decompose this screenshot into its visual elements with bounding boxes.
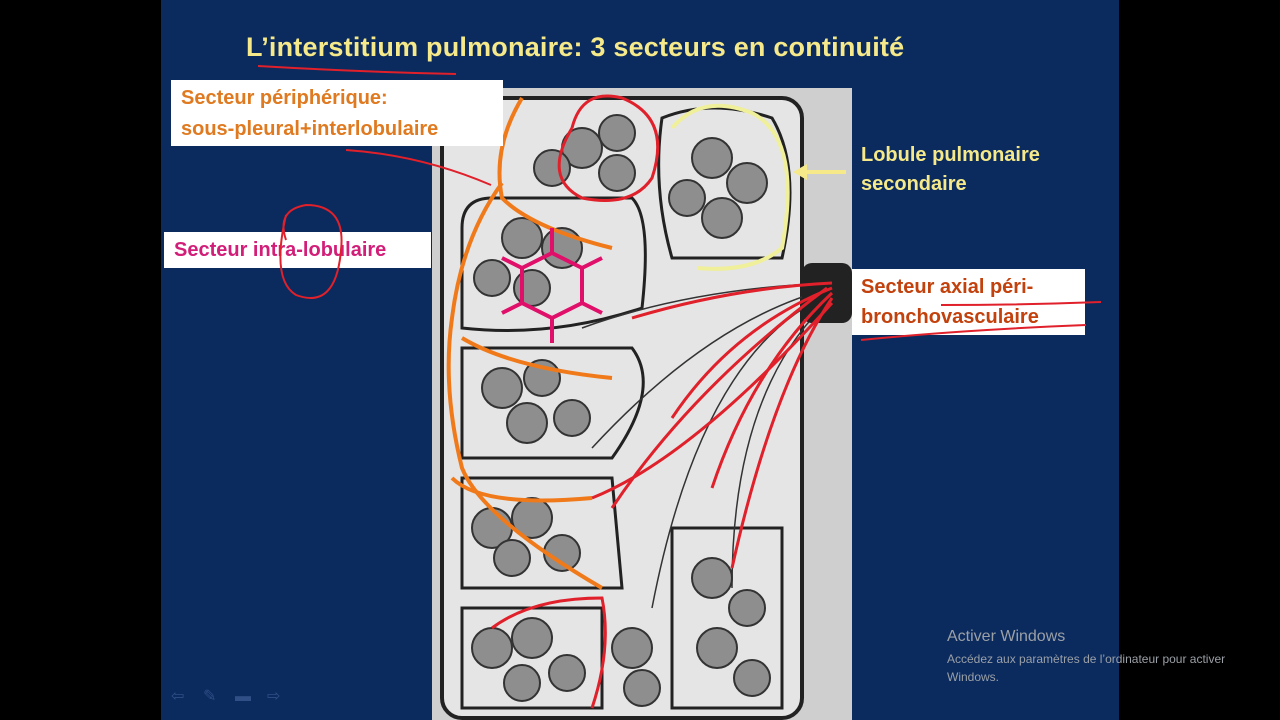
label-peripheral-sector: Secteur périphérique: sous-pleural+inter…	[171, 80, 503, 146]
annotation-layer	[257, 65, 457, 75]
slide: L’interstitium pulmonaire: 3 secteurs en…	[161, 0, 1119, 720]
lung-diagram	[432, 88, 852, 720]
windows-activation-watermark: Activer Windows Accédez aux paramètres d…	[947, 628, 1237, 686]
label-secondary-lobule: Lobule pulmonaire secondaire	[861, 141, 1040, 199]
slideshow-nav: ⇦ ✎ ▬ ⇨	[171, 688, 285, 705]
pen-icon[interactable]: ✎	[203, 688, 217, 705]
lobule-line2: secondaire	[861, 173, 967, 195]
activation-title: Activer Windows	[947, 628, 1066, 645]
arrow-right-icon[interactable]: ⇨	[267, 688, 281, 705]
label-intra-sector: Secteur intra-lobulaire	[164, 232, 431, 268]
lobule-line1: Lobule pulmonaire	[861, 144, 1040, 166]
axial-line2: bronchovasculaire	[861, 306, 1039, 328]
peripheral-line1: Secteur périphérique:	[181, 87, 388, 109]
arrow-left-icon[interactable]: ⇦	[171, 688, 185, 705]
activation-message: Accédez aux paramètres de l’ordinateur p…	[947, 652, 1226, 684]
intra-label: Secteur intra-lobulaire	[174, 239, 387, 261]
peripheral-line2: sous-pleural+interlobulaire	[181, 118, 439, 140]
lobule-arrow-icon	[793, 164, 846, 180]
slide-title: L’interstitium pulmonaire: 3 secteurs en…	[246, 32, 905, 62]
axial-line1: Secteur axial péri-	[861, 276, 1034, 298]
menu-icon[interactable]: ▬	[235, 688, 251, 705]
label-axial-sector: Secteur axial péri- bronchovasculaire	[852, 269, 1085, 335]
